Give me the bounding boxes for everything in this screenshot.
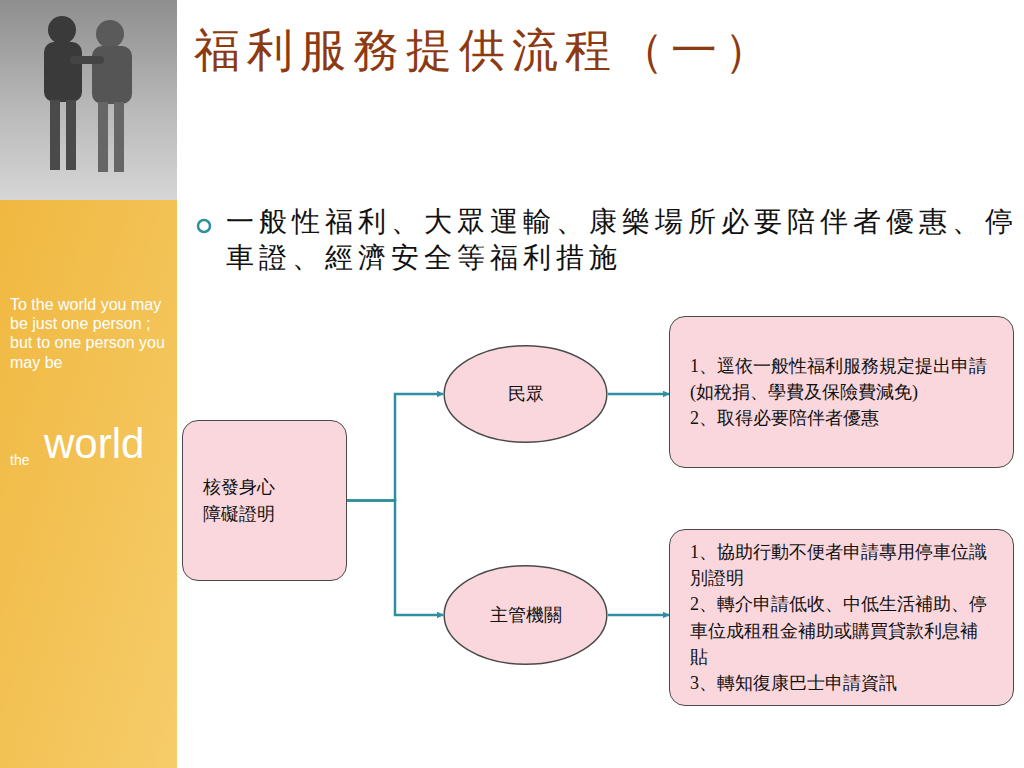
slide-title: 福利服務提供流程（一） (194, 20, 777, 82)
quote-small-word: the (10, 452, 29, 468)
node-text: 2、取得必要陪伴者優惠 (690, 405, 995, 431)
quote-large-word: world (44, 420, 144, 468)
service-box: 1、逕依一般性福利服務規定提出申請(如稅捐、學費及保險費減免)2、取得必要陪伴者… (669, 316, 1014, 468)
flow-arrow (608, 614, 669, 617)
authority-ellipse: 主管機關 (443, 565, 608, 665)
node-text: 3、轉知復康巴士申請資訊 (690, 670, 995, 696)
children-photo (44, 16, 132, 172)
node-text: 1、協助行動不便者申請專用停車位識別證明 (690, 539, 995, 591)
node-text: 核發身心障礙證明 (203, 474, 286, 526)
flow-arrow (608, 393, 669, 396)
photo-background (0, 0, 177, 200)
bullet-text: 一般性福利、大眾運輸、康樂場所必要陪伴者優惠、停車證、經濟安全等福利措施 (226, 204, 1024, 277)
node-text: 主管機關 (490, 602, 562, 628)
quote-text: To the world you may be just one person … (10, 295, 172, 372)
public-ellipse: 民眾 (443, 345, 608, 443)
side-band (0, 200, 177, 768)
ellipse-shape (444, 566, 607, 665)
ellipse-shape (444, 346, 607, 443)
node-text: 民眾 (508, 381, 544, 407)
service-box: 1、協助行動不便者申請專用停車位識別證明2、轉介申請低收、中低生活補助、停車位成… (669, 529, 1014, 706)
bullet-mark (198, 220, 210, 232)
flow-arrow (347, 501, 443, 616)
flow-arrow (347, 394, 443, 501)
certificate-box: 核發身心障礙證明 (182, 420, 347, 581)
node-text: 1、逕依一般性福利服務規定提出申請(如稅捐、學費及保險費減免) (690, 353, 995, 405)
node-text: 2、轉介申請低收、中低生活補助、停車位成租租金補助或購買貸款利息補貼 (690, 591, 995, 669)
